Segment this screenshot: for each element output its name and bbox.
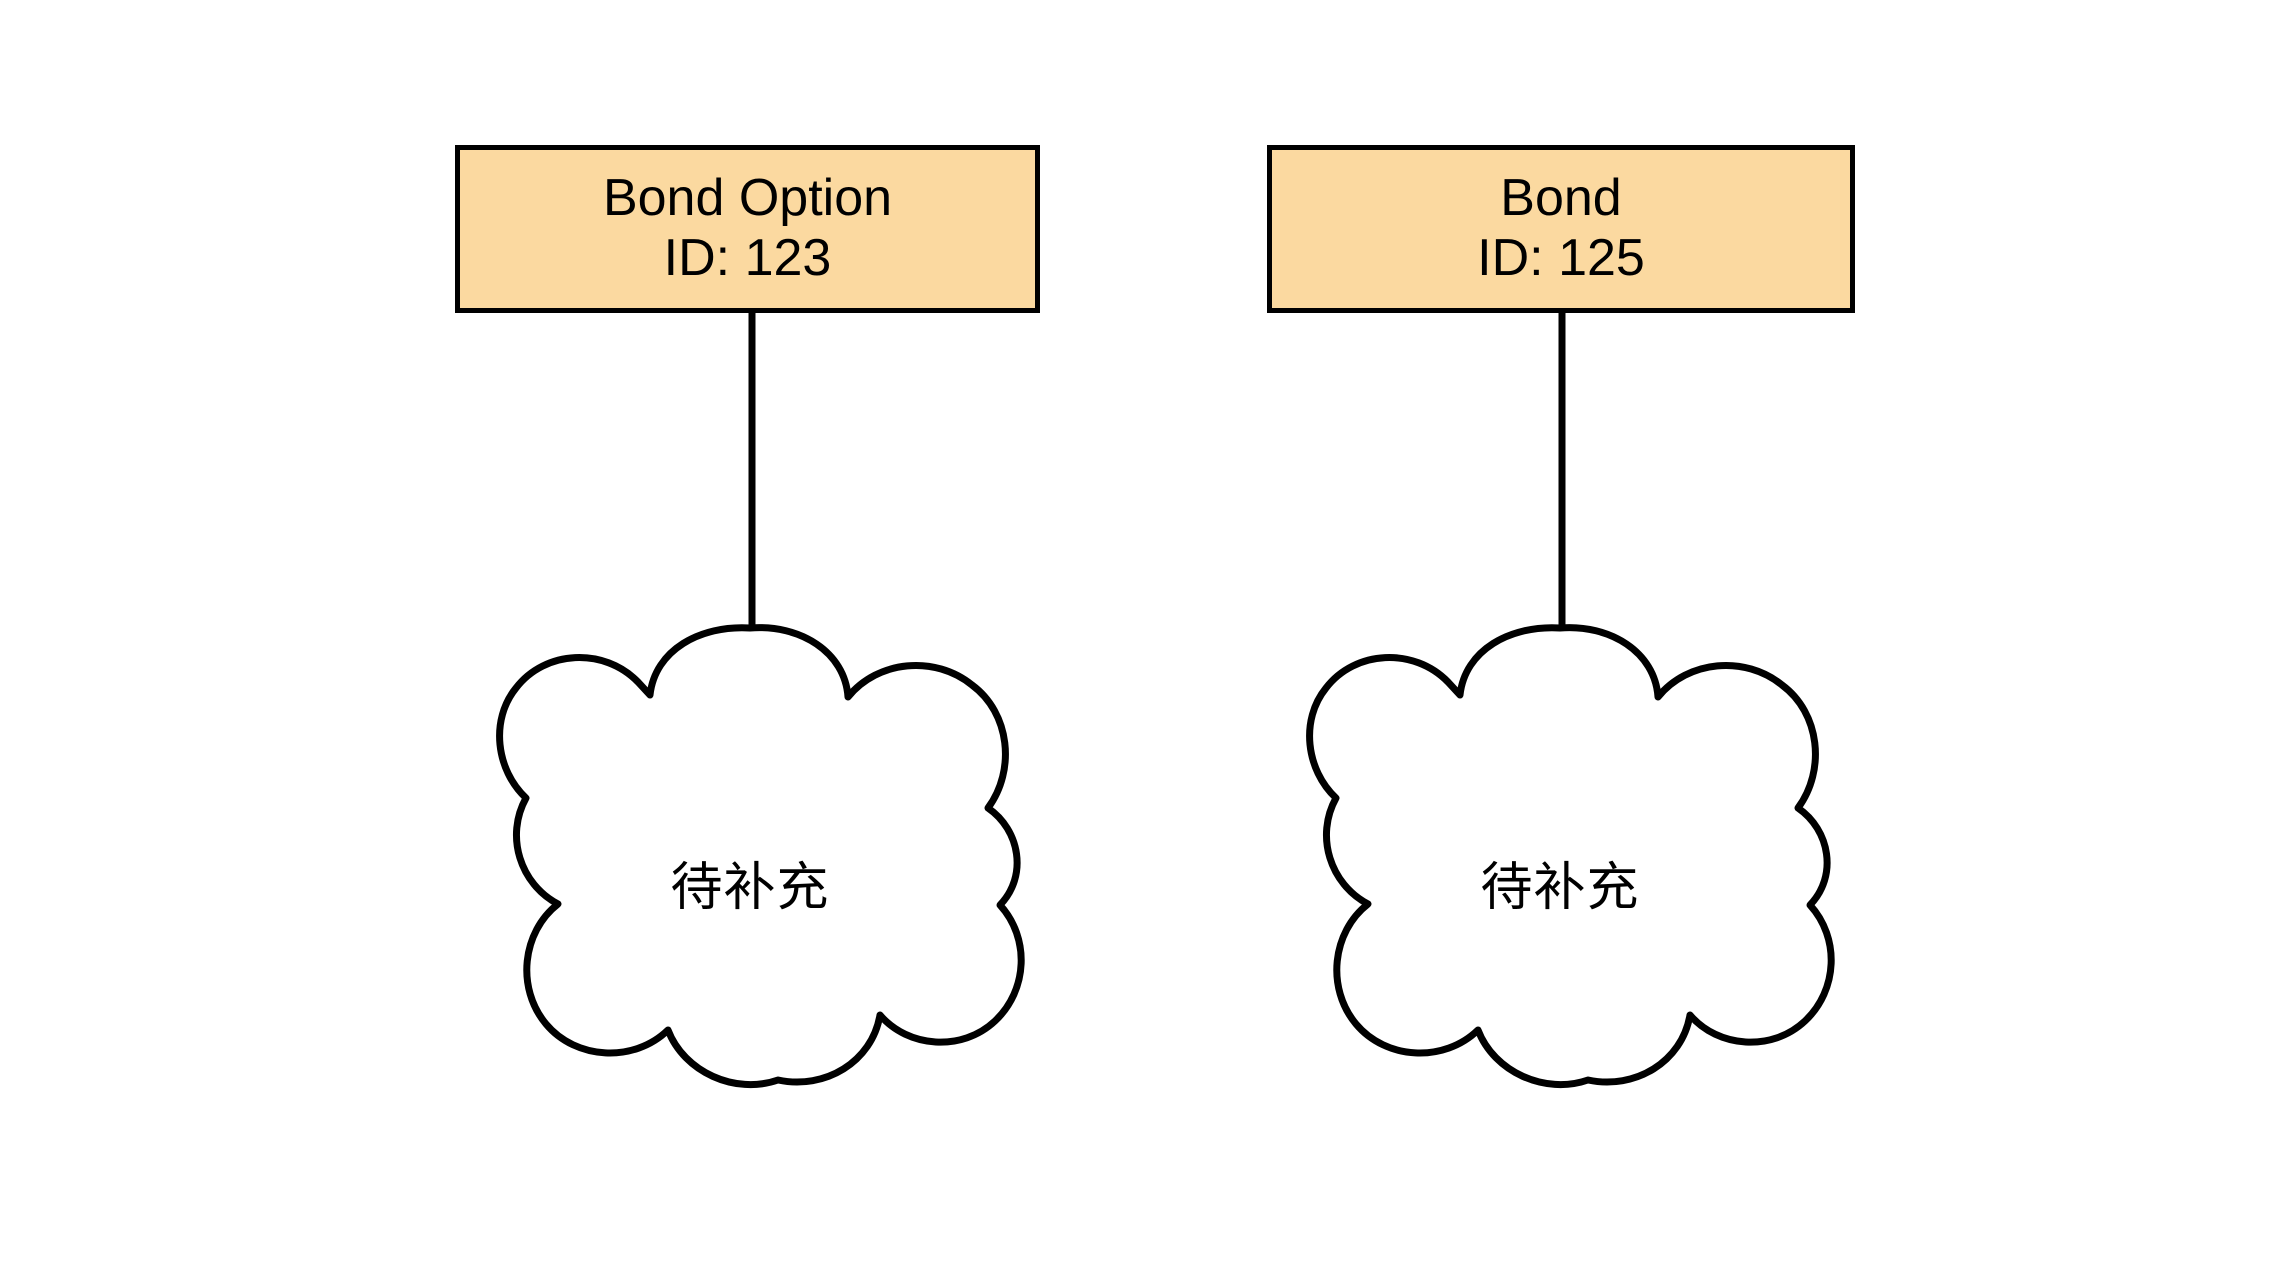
node-bond-option-title: Bond Option bbox=[602, 169, 893, 228]
cloud-shape-1[interactable] bbox=[496, 624, 1025, 1089]
node-bond-option[interactable]: Bond Option ID: 123 bbox=[455, 145, 1040, 313]
node-bond-option-id: ID: 123 bbox=[663, 229, 832, 287]
node-bond[interactable]: Bond ID: 125 bbox=[1267, 145, 1855, 313]
cloud-label-2: 待补充 bbox=[1480, 859, 1640, 917]
node-bond-title: Bond bbox=[1500, 169, 1622, 228]
cloud-shape-2[interactable] bbox=[1306, 624, 1835, 1089]
cloud-label-1: 待补充 bbox=[670, 859, 830, 917]
node-bond-id: ID: 125 bbox=[1477, 229, 1645, 287]
